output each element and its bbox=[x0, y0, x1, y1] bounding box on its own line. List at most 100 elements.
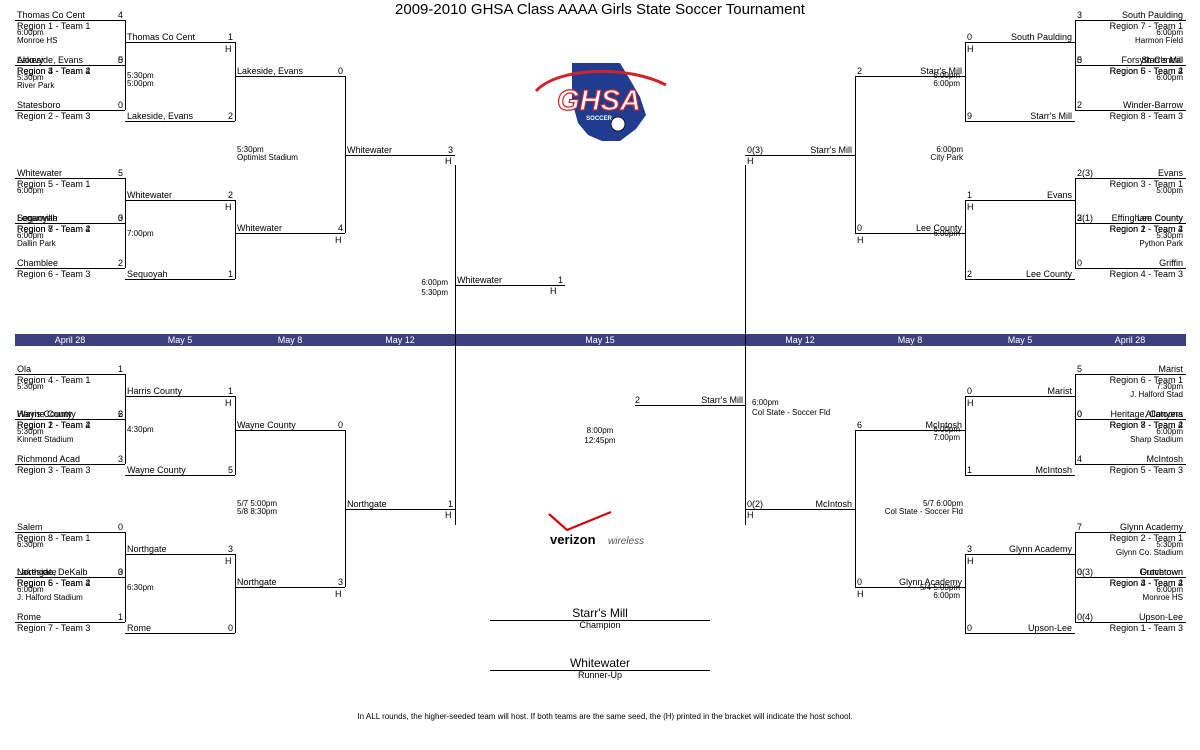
match-venue: Kinnett Stadium bbox=[17, 435, 74, 444]
team-name: McIntosh bbox=[815, 499, 852, 509]
verizon-check-icon bbox=[548, 510, 612, 532]
team-score: 2 bbox=[635, 395, 641, 405]
team-name: Salem bbox=[17, 522, 43, 532]
team-name: Northgate bbox=[127, 544, 167, 554]
seed-label: Region 1 - Team 3 bbox=[1109, 623, 1183, 633]
team-line bbox=[345, 155, 455, 156]
match-time: 4:30pm bbox=[127, 425, 154, 434]
match-venue: J. Halford Stad bbox=[1130, 390, 1183, 399]
team-line bbox=[1075, 65, 1186, 66]
team-name: Richmond Acad bbox=[17, 454, 81, 464]
team-name: Starr's Mill bbox=[1030, 111, 1072, 121]
date-label: May 15 bbox=[585, 335, 615, 345]
team-line bbox=[855, 587, 965, 588]
champion-label: Champion bbox=[579, 620, 621, 630]
team-score: 5 bbox=[1077, 55, 1083, 65]
team-name: McIntosh bbox=[1146, 454, 1183, 464]
team-line bbox=[15, 268, 125, 269]
team-name: Whitewater bbox=[127, 190, 173, 200]
team-score: 4 bbox=[1077, 454, 1083, 464]
team-name: Harris County bbox=[127, 386, 183, 396]
team-name: Starr's Mill bbox=[701, 395, 743, 405]
team-score: 0 bbox=[1077, 409, 1083, 419]
team-score: 0 bbox=[117, 55, 123, 65]
team-name: Glynn Academy bbox=[1119, 522, 1183, 532]
team-name: Sequoyah bbox=[17, 213, 58, 223]
host-marker: H bbox=[335, 235, 342, 245]
host-marker: H bbox=[225, 202, 232, 212]
match-time: 7:00pm bbox=[127, 229, 154, 238]
team-score: 0 bbox=[967, 386, 973, 396]
bracket-connector bbox=[1075, 178, 1076, 223]
seed-label: Region 3 - Team 4 bbox=[1109, 578, 1183, 588]
team-name: McIntosh bbox=[925, 420, 962, 430]
match-venue: J. Halford Stadium bbox=[17, 593, 83, 602]
team-line bbox=[1075, 110, 1186, 111]
team-score: 2 bbox=[117, 409, 123, 419]
team-line bbox=[455, 285, 565, 286]
team-name: Lakeside, Evans bbox=[237, 66, 304, 76]
runner-up-line bbox=[490, 670, 710, 671]
date-bar: April 28 May 5 May 8 May 12 May 15 May 1… bbox=[15, 334, 1186, 346]
seed-label: Region 8 - Team 4 bbox=[17, 224, 91, 234]
host-marker: H bbox=[550, 286, 557, 296]
bracket-connector bbox=[1075, 532, 1076, 577]
bracket-connector bbox=[235, 42, 236, 121]
team-name: Wayne County bbox=[127, 465, 186, 475]
seed-label: Region 7 - Team 4 bbox=[1109, 420, 1183, 430]
bracket-connector bbox=[1075, 20, 1076, 65]
date-label: May 5 bbox=[1007, 335, 1033, 345]
team-line bbox=[965, 396, 1075, 397]
team-line bbox=[855, 430, 965, 431]
team-score: 2 bbox=[1077, 100, 1083, 110]
team-line bbox=[235, 587, 345, 588]
bracket-connector bbox=[1075, 374, 1076, 419]
team-line bbox=[15, 622, 125, 623]
team-name: Lee County bbox=[1025, 269, 1072, 279]
team-name: Lakeside, Evans bbox=[127, 111, 194, 121]
team-name: Ola bbox=[17, 364, 32, 374]
bracket-connector bbox=[345, 430, 346, 587]
bracket-connector bbox=[965, 200, 966, 279]
team-line bbox=[1075, 419, 1186, 420]
seed-label: Region 2 - Team 2 bbox=[17, 420, 91, 430]
team-name: Marist bbox=[1158, 364, 1184, 374]
team-name: Lakeside, DeKalb bbox=[17, 567, 88, 577]
team-line bbox=[855, 233, 965, 234]
match-time: 6:30pm bbox=[17, 540, 44, 549]
host-marker: H bbox=[747, 156, 754, 166]
seed-label: Region 6 - Team 2 bbox=[17, 578, 91, 588]
match-time: 6:30pm bbox=[127, 583, 154, 592]
team-score: 3 bbox=[967, 544, 973, 554]
champion-name: Starr's Mill bbox=[572, 606, 628, 620]
seed-label: Region 6 - Team 3 bbox=[17, 269, 91, 279]
team-line bbox=[15, 532, 125, 533]
team-line bbox=[855, 76, 965, 77]
team-score: 1 bbox=[447, 499, 453, 509]
seed-label: Region 6 - Team 4 bbox=[1109, 66, 1183, 76]
bracket-connector bbox=[235, 200, 236, 279]
team-line bbox=[235, 430, 345, 431]
host-marker: H bbox=[225, 398, 232, 408]
team-name: Starr's Mill bbox=[810, 145, 852, 155]
match-venue: Monroe HS bbox=[1142, 593, 1183, 602]
team-score: 0 bbox=[857, 577, 863, 587]
team-score: 3 bbox=[337, 577, 343, 587]
seed-label: Region 2 - Team 3 bbox=[17, 111, 91, 121]
runner-up-name: Whitewater bbox=[569, 656, 631, 670]
team-score: 1 bbox=[227, 32, 233, 42]
runner-up-label: Runner-Up bbox=[577, 670, 623, 680]
team-score: 2 bbox=[117, 258, 123, 268]
match-time: 5:30pm bbox=[237, 145, 264, 154]
team-name: Marist bbox=[1047, 386, 1073, 396]
date-label: May 12 bbox=[785, 335, 815, 345]
date-label: May 8 bbox=[277, 335, 303, 345]
seed-label: Region 3 - Team 1 bbox=[1109, 179, 1183, 189]
bracket-connector bbox=[125, 223, 126, 268]
team-line bbox=[1075, 268, 1186, 269]
match-time: 5:00pm bbox=[1156, 186, 1183, 195]
seed-label: Region 5 - Team 1 bbox=[17, 179, 91, 189]
team-score: 6 bbox=[117, 409, 123, 419]
team-name: Harris County bbox=[17, 409, 73, 419]
team-line bbox=[635, 405, 745, 406]
